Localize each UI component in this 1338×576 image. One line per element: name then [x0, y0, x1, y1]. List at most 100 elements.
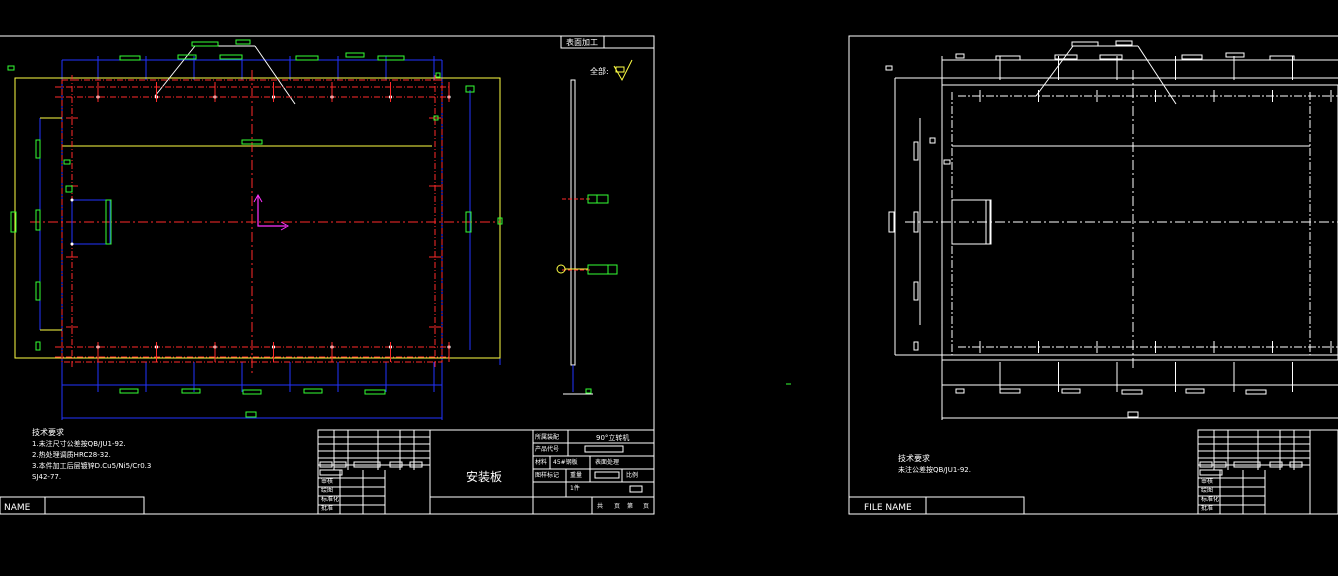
- dimension-tag-side: [497, 217, 503, 225]
- title-block-cell-tag: [333, 461, 347, 468]
- right-dimension-tag-side: [943, 159, 951, 165]
- title-block-cell-tag: [1199, 461, 1213, 468]
- surface-treatment-box: [560, 35, 655, 49]
- sheet-total-label: 共: [597, 502, 603, 510]
- right-sheet-border: [848, 35, 1338, 515]
- dimension-tag-bottom: [303, 388, 323, 394]
- surface-label: 表面处理: [595, 458, 619, 466]
- side-view-dim-box-1: [587, 194, 609, 204]
- all-roughness-label: 全部:: [590, 66, 609, 76]
- right-drawn-label: 绘图: [1201, 486, 1213, 494]
- dimension-tag-side: [35, 281, 41, 301]
- dimension-tag-top: [177, 54, 197, 60]
- right-dimension-tag-top: [1115, 40, 1133, 46]
- right-dimension-tag-bottom: [1061, 388, 1081, 394]
- right-dimension-tag-side: [929, 137, 936, 144]
- left-plate-view: [7, 39, 503, 420]
- left-audit-label: 审核: [321, 477, 333, 485]
- right-drawing-sheet[interactable]: 技术要求 未注公差按QB/JU1-92. FILE NAME 审核 绘图 标准化…: [848, 35, 1338, 515]
- dimension-tag-side: [105, 199, 112, 245]
- right-file-name-box: [848, 496, 1025, 515]
- right-dimension-tag-top: [1071, 41, 1099, 47]
- title-block-cell-tag: [389, 461, 403, 468]
- sheet-page-label: 页: [614, 503, 620, 510]
- title-block-cell-tag: [1289, 461, 1303, 468]
- dimension-tag-misc: [35, 341, 41, 351]
- left-part-name: 安装板: [466, 469, 502, 484]
- assembly-value: 90°立转机: [596, 433, 629, 442]
- dimension-tag-top: [191, 41, 219, 47]
- left-tech-req-line-2: 2.热处理调质HRC28-32.: [32, 450, 111, 459]
- right-dimension-tag-top: [1181, 54, 1203, 60]
- right-cutout: [951, 199, 991, 245]
- surface-treatment-label: 表面加工: [566, 37, 598, 47]
- right-dimension-tag-side: [913, 211, 919, 233]
- dimension-tag-side: [10, 211, 17, 233]
- dimension-tag-top: [377, 55, 405, 61]
- right-dimension-tag-top: [995, 55, 1021, 61]
- cutout-hole-1: [70, 198, 74, 202]
- dimension-tag-top: [345, 52, 365, 58]
- title-block-cell-tag: [1233, 461, 1261, 468]
- right-dimension-tag-side: [913, 141, 919, 161]
- dimension-tag-misc: [433, 115, 439, 121]
- title-block-cell-tag: [1199, 469, 1223, 476]
- right-plate-view: [885, 40, 1338, 420]
- right-file-name-label: FILE NAME: [864, 503, 912, 513]
- left-name-box: [0, 496, 145, 515]
- right-audit-label: 审核: [1201, 477, 1213, 485]
- material-value: 45#钢板: [553, 458, 578, 466]
- weight-label: 重量: [570, 471, 582, 479]
- right-dimension-tag-bottom: [999, 388, 1021, 394]
- title-block-cell-tag: [1213, 461, 1227, 468]
- weight-field: [594, 471, 620, 479]
- assembly-label: 所属装配: [535, 433, 559, 441]
- dimension-tag-top: [219, 54, 243, 60]
- right-leader-1: [1035, 45, 1074, 97]
- dimension-tag-top: [235, 39, 251, 45]
- right-dimension-tag-top: [1099, 54, 1123, 60]
- dimension-tag-misc: [435, 72, 441, 78]
- dimension-tag-side: [465, 211, 472, 233]
- leader-line-1: [154, 45, 196, 97]
- product-code-field: [584, 445, 624, 453]
- sheet-page2-label: 页: [643, 503, 649, 510]
- dimension-tag-bottom: [181, 388, 201, 394]
- left-drawing-sheet[interactable]: 表面加工 全部: 技术要求 1.未注尺寸公差按QB/JU1-92. 2.热处理调…: [0, 35, 655, 515]
- left-tech-req-line-1: 1.未注尺寸公差按QB/JU1-92.: [32, 439, 126, 448]
- overall-width-tag: [245, 411, 257, 418]
- ucs-x-arrow-icon: [280, 221, 290, 231]
- right-leader-2: [1137, 45, 1177, 105]
- dimension-tag-side: [65, 185, 73, 193]
- sheet-of-label: 第: [627, 502, 633, 510]
- dimension-tag-misc: [63, 159, 71, 165]
- title-block-cell-tag: [1269, 461, 1283, 468]
- title-block-cell-tag: [319, 461, 333, 468]
- right-title-block: 审核 绘图 标准化 批准: [1197, 429, 1338, 515]
- right-dimension-tag-top: [955, 53, 965, 59]
- ucs-y-arrow-icon: [253, 193, 263, 203]
- dimension-tag-bottom: [364, 389, 386, 395]
- right-tech-req-title: 技术要求: [898, 453, 930, 463]
- left-tech-req-title: 技术要求: [32, 427, 64, 437]
- ucs-axis-icon: [257, 196, 286, 227]
- dimension-tag-misc: [241, 139, 263, 145]
- right-standard-label: 标准化: [1201, 495, 1219, 503]
- dimension-tag-top: [295, 55, 319, 61]
- dimension-tag-top: [119, 55, 141, 61]
- dimension-tag-bottom: [242, 389, 262, 395]
- dimension-tag-bottom: [119, 388, 139, 394]
- right-tech-req-line-1: 未注公差按QB/JU1-92.: [898, 465, 971, 474]
- quantity-value: 1件: [570, 484, 580, 492]
- right-dimension-tag-side: [913, 341, 919, 351]
- side-view-dim-tag: [585, 388, 592, 394]
- left-title-block: 安装板 审核 绘图 标准化 批准 所属装配 90°立转机 产品代号 材料 45#…: [317, 429, 655, 515]
- dimension-tag-side: [35, 139, 41, 159]
- blue-cutout: [71, 199, 111, 245]
- left-standard-label: 标准化: [321, 495, 339, 503]
- right-dimension-tag-side: [885, 65, 893, 71]
- leader-line-2: [254, 45, 296, 105]
- roughness-value-box: [615, 66, 625, 73]
- dimension-tag-misc: [465, 85, 475, 93]
